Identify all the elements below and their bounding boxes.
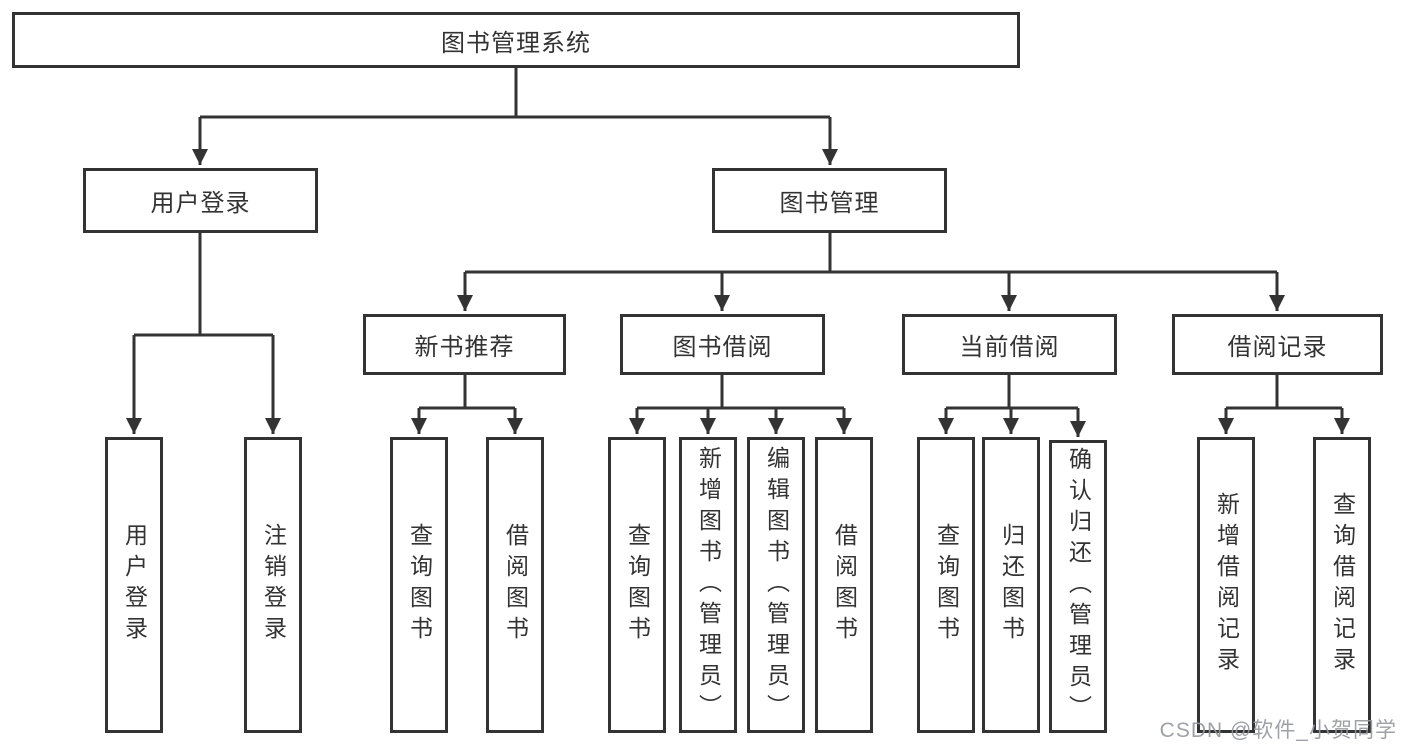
leaf-add-borrow-record: 新增借阅记录 [1197,437,1255,733]
leaf-borrow-books-borrowing: 借阅图书 [815,437,873,733]
node-label: 借阅记录 [1227,334,1328,361]
node-label: 新书推荐 [414,334,515,361]
node-label: 注销登录 [260,523,287,647]
node-label: 编辑图书（管理员） [763,445,790,725]
leaf-query-borrow-record: 查询借阅记录 [1313,437,1371,733]
node-label: 新增借阅记录 [1213,492,1240,678]
leaf-query-books-current: 查询图书 [917,437,975,733]
node-label: 借阅图书 [831,523,858,647]
leaf-query-books-recommend: 查询图书 [390,437,448,733]
node-label: 查询图书 [933,523,960,647]
leaf-confirm-return-admin: 确认归还（管理员） [1049,440,1107,733]
leaf-edit-book-admin: 编辑图书（管理员） [747,437,805,733]
node-user-login: 用户登录 [83,168,318,233]
node-label: 新增图书（管理员） [695,445,722,725]
node-borrowing-records: 借阅记录 [1172,314,1383,375]
leaf-add-book-admin: 新增图书（管理员） [679,437,737,733]
node-label: 图书管理 [779,190,880,217]
node-label: 当前借阅 [959,334,1060,361]
node-label: 图书借阅 [672,334,773,361]
node-label: 用户登录 [121,523,148,647]
node-label: 归还图书 [998,523,1025,647]
leaf-return-book: 归还图书 [982,437,1040,733]
node-label: 查询图书 [624,523,651,647]
node-label: 用户登录 [150,190,251,217]
leaf-user-login: 用户登录 [105,437,163,733]
node-label: 查询图书 [406,523,433,647]
node-book-borrowing: 图书借阅 [620,314,825,375]
node-book-management: 图书管理 [712,168,947,233]
node-label: 确认归还（管理员） [1065,447,1092,726]
csdn-watermark: CSDN @软件_小贺同学 [1159,719,1397,742]
node-label: 查询借阅记录 [1329,492,1356,678]
node-current-borrowing: 当前借阅 [902,314,1117,375]
leaf-borrow-books-recommend: 借阅图书 [486,437,544,733]
leaf-logout: 注销登录 [244,437,302,733]
node-label: 借阅图书 [502,523,529,647]
leaf-query-books-borrowing: 查询图书 [608,437,666,733]
node-label: 图书管理系统 [441,29,591,57]
node-new-book-recommendation: 新书推荐 [363,314,566,375]
node-library-management-system: 图书管理系统 [12,12,1020,68]
